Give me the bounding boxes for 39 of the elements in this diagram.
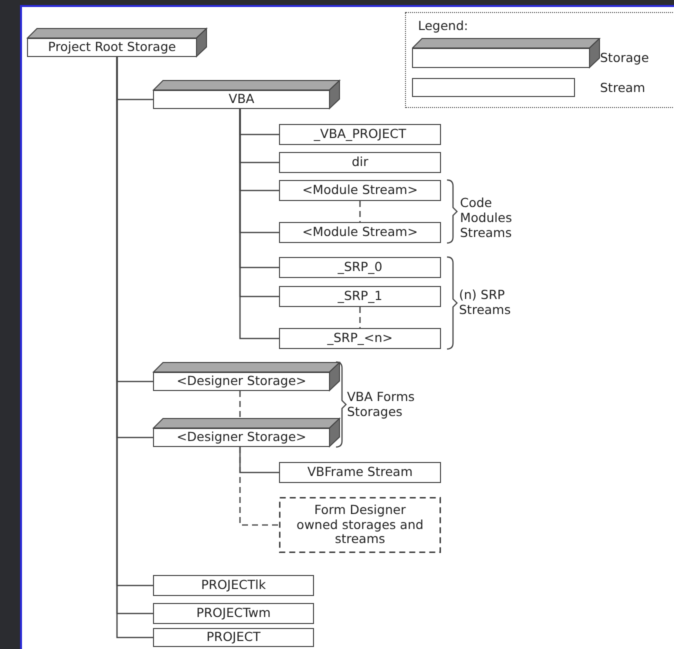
- node-label: Form Designer owned storages and streams: [296, 503, 424, 547]
- legend-label: Storage: [600, 50, 649, 65]
- stream-box: [279, 462, 441, 483]
- group-label: Code Modules Streams: [460, 195, 513, 240]
- legend-title: Legend:: [418, 18, 470, 33]
- node-label: <Designer Storage>: [176, 430, 306, 445]
- dashed-connector: [239, 391, 241, 418]
- stream-box: [279, 152, 441, 173]
- legend-label: Stream: [600, 80, 646, 95]
- group-label: VBA Forms Storages: [347, 389, 416, 419]
- node-label: PROJECT: [206, 630, 260, 645]
- node-label: Project Root Storage: [48, 40, 176, 55]
- group-label: (n) SRP Streams: [459, 287, 512, 317]
- node-label: _SRP_1: [338, 289, 382, 304]
- stream-box: [153, 603, 314, 624]
- stream-box: [279, 286, 441, 307]
- node-label: dir: [352, 155, 368, 170]
- node-label: _SRP_<n>: [327, 331, 393, 346]
- node-label: _VBA_PROJECT: [314, 127, 406, 142]
- dashed-connector: [359, 307, 361, 328]
- tree-connector: [239, 109, 279, 340]
- dashed-connector: [359, 201, 361, 222]
- stream-box: [153, 575, 314, 596]
- node-label: VBFrame Stream: [307, 465, 413, 480]
- stream-box: [279, 222, 441, 243]
- stream-box: [153, 628, 314, 647]
- node-label: <Module Stream>: [302, 225, 418, 240]
- stream-box: [279, 180, 441, 201]
- node-label: <Module Stream>: [302, 183, 418, 198]
- dashed-connector: [239, 447, 279, 526]
- stream-box: [279, 124, 441, 145]
- dashed-box: [279, 497, 441, 553]
- node-label: <Designer Storage>: [176, 374, 306, 389]
- stream-box: [279, 328, 441, 349]
- node-label: PROJECTlk: [201, 578, 266, 593]
- node-label: _SRP_0: [338, 260, 382, 275]
- node-label: VBA: [228, 92, 254, 107]
- node-label: PROJECTwm: [196, 606, 271, 621]
- stream-box: [279, 257, 441, 278]
